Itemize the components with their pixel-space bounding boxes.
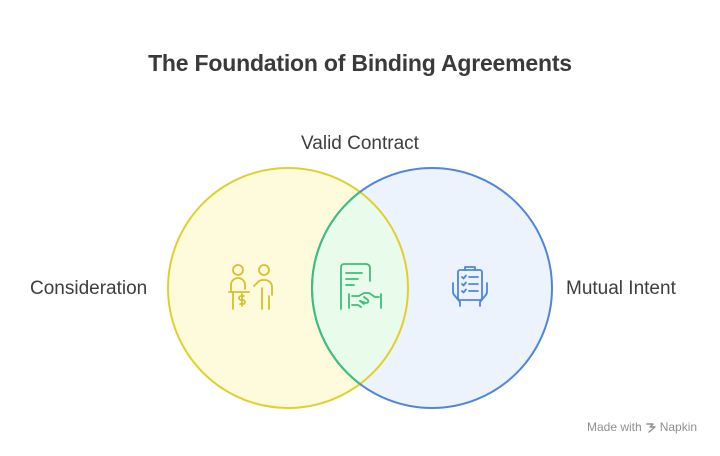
made-with-napkin-watermark[interactable]: Made with Napkin bbox=[587, 420, 697, 434]
people-exchanging-money-icon bbox=[228, 264, 273, 310]
valid-contract-label: Valid Contract bbox=[301, 133, 419, 154]
consideration-circle-outline bbox=[167, 167, 409, 409]
napkin-brand-label: Napkin bbox=[659, 420, 698, 434]
consideration-label: Consideration bbox=[30, 278, 148, 299]
valid-contract-lens-fill bbox=[312, 168, 408, 408]
napkin-brand: Napkin bbox=[646, 420, 697, 434]
valid-contract-lens-outline bbox=[311, 168, 408, 408]
napkin-logo-icon bbox=[646, 422, 656, 433]
contract-handshake-icon bbox=[340, 263, 382, 310]
clipboard-checklist-icon bbox=[452, 266, 488, 307]
mutual-intent-label: Mutual Intent bbox=[566, 278, 676, 299]
page-title: The Foundation of Binding Agreements bbox=[148, 50, 572, 76]
watermark-prefix: Made with bbox=[587, 420, 642, 434]
